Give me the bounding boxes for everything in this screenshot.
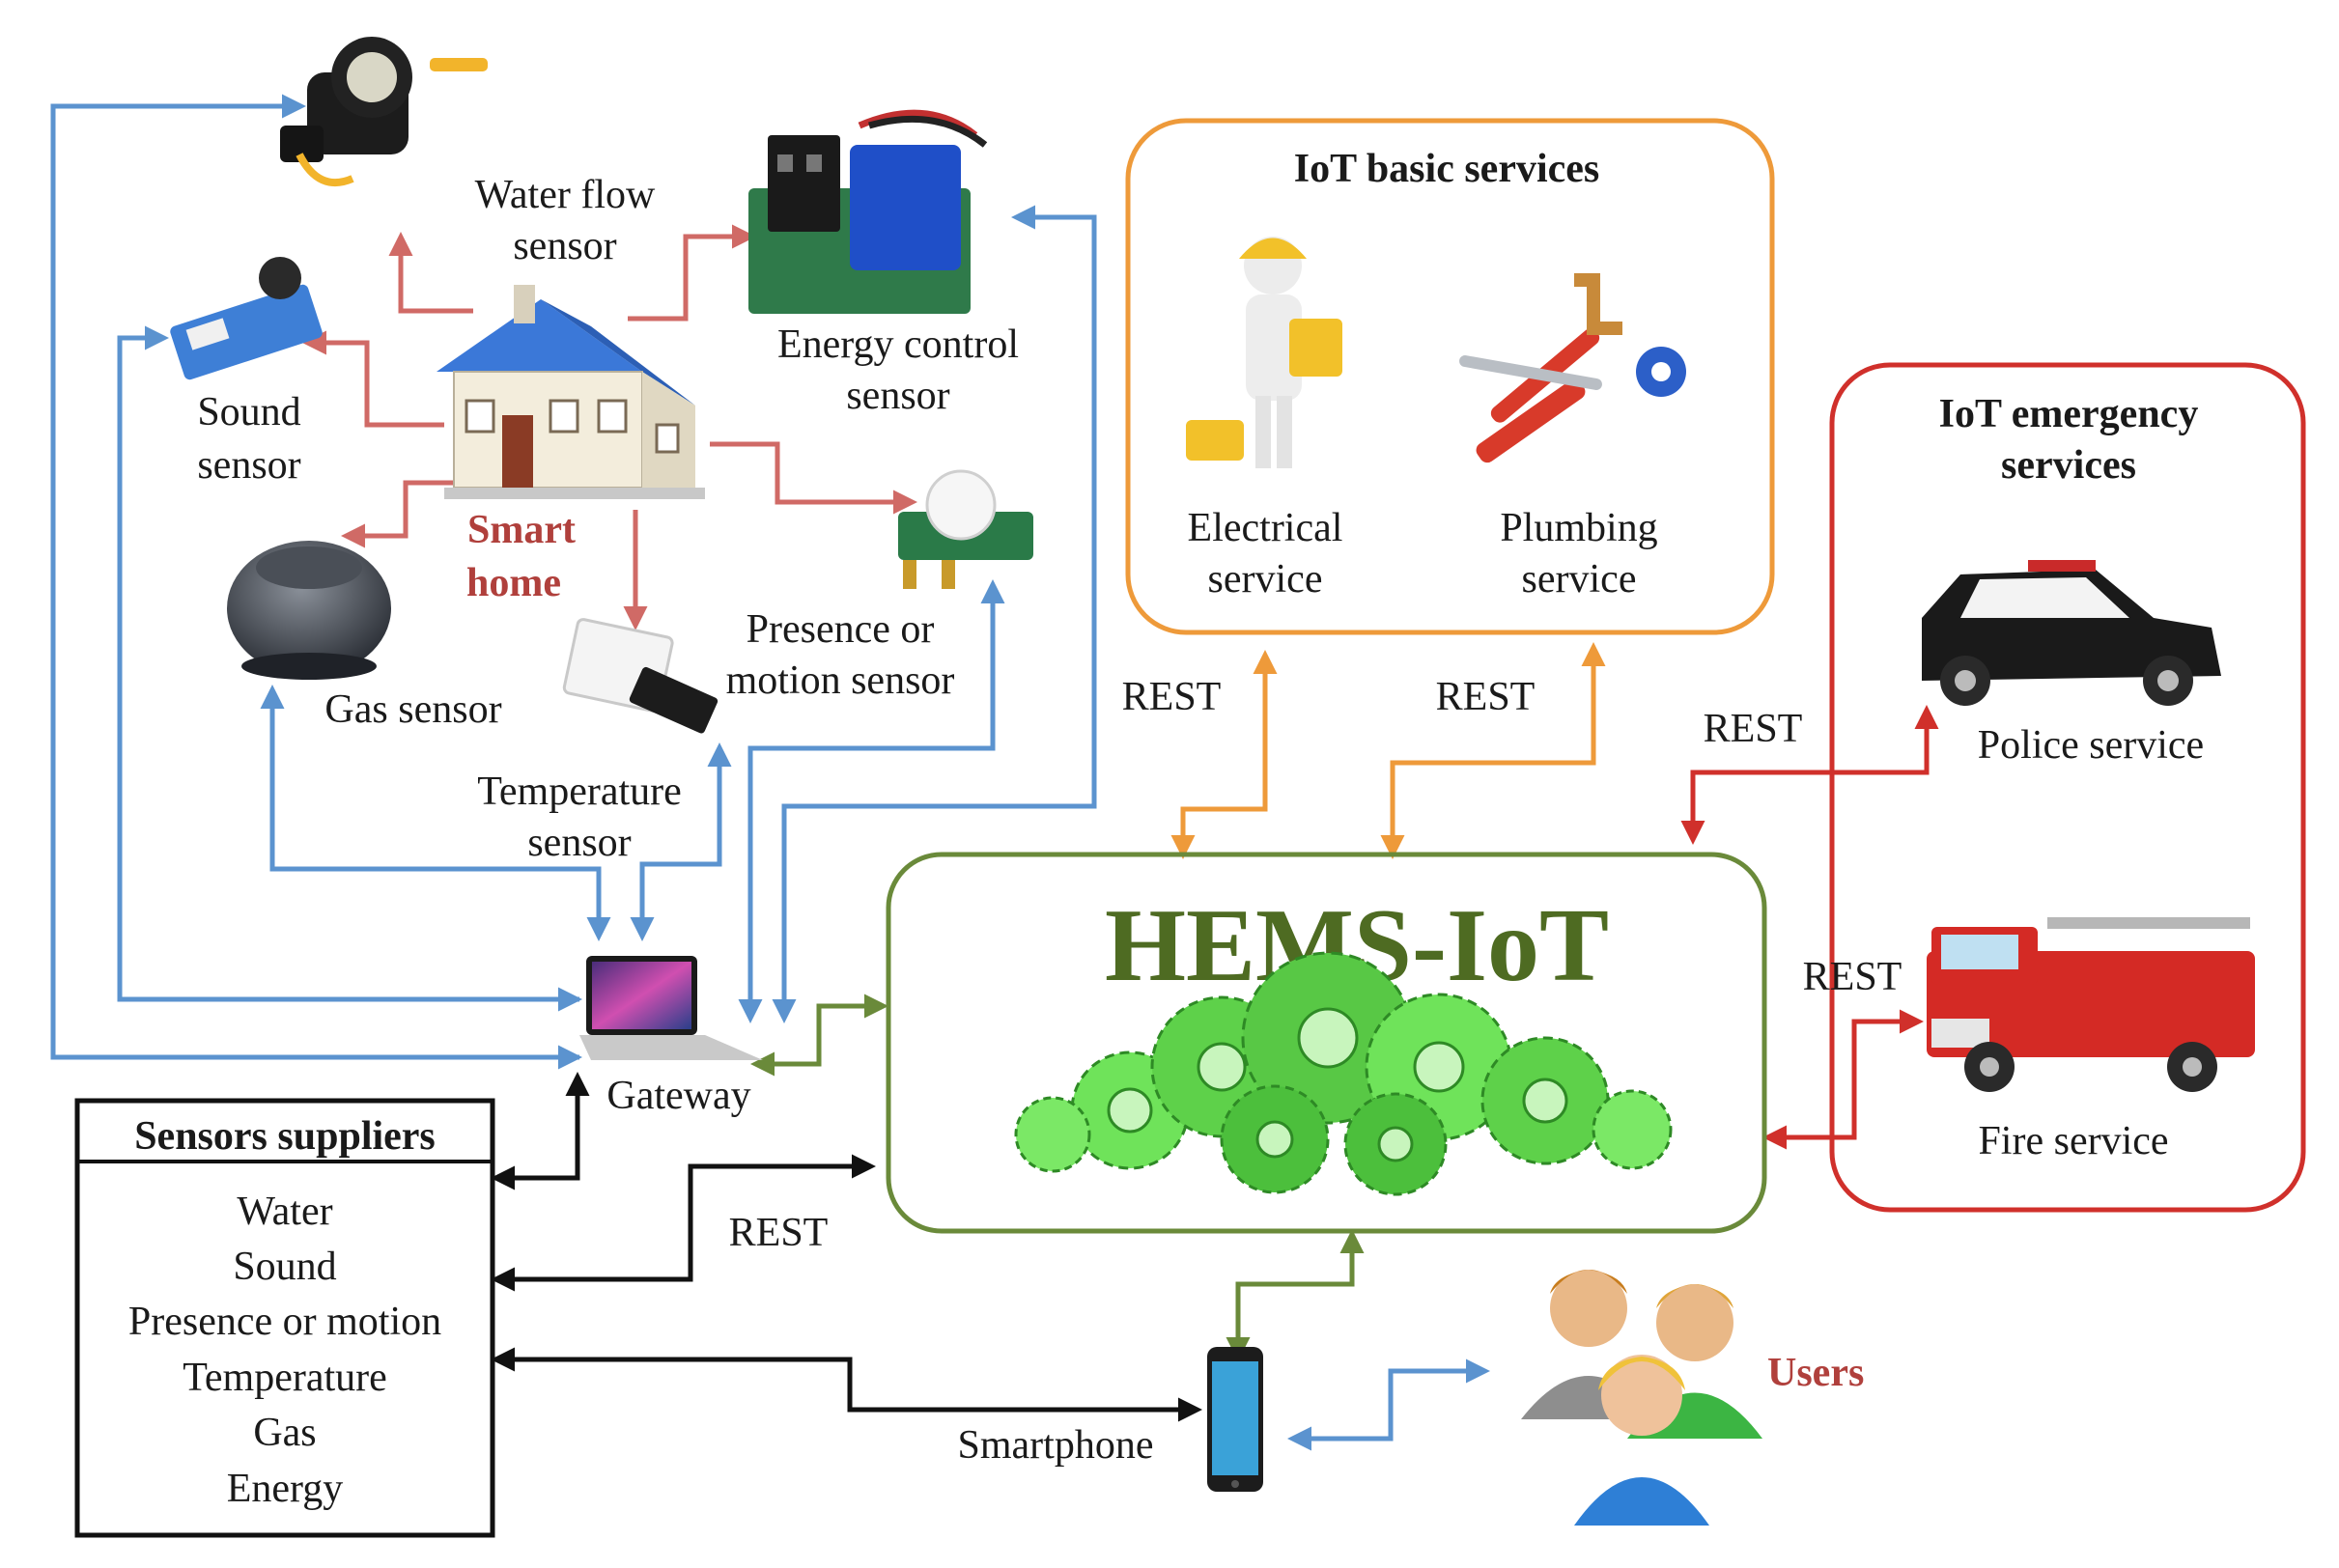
gears-icon	[1014, 951, 1673, 1196]
gateway-label: Gateway	[606, 1074, 750, 1118]
police-car-icon	[1922, 560, 2221, 706]
supplier-item: Presence or motion	[128, 1300, 441, 1344]
smartphone-icon	[1207, 1347, 1263, 1492]
basic-services-title: IoT basic services	[1294, 147, 1600, 191]
fire-truck-icon	[1927, 917, 2255, 1092]
temperature-sensor-icon	[562, 618, 719, 734]
gas-sensor-icon	[227, 541, 391, 680]
suppliers-links	[491, 1072, 1202, 1422]
supplier-item: Sound	[233, 1245, 336, 1289]
smart-home-label-line1: Smart	[467, 508, 576, 552]
rest-label-fire: REST	[1803, 955, 1902, 999]
sound-sensor-icon	[170, 257, 323, 380]
smart-home-label-line2: home	[466, 561, 561, 605]
temperature-label-line2: sensor	[527, 821, 631, 865]
rest-label-electrical: REST	[1122, 675, 1222, 719]
home-to-sensor-links	[302, 224, 917, 630]
sound-label-line1: Sound	[197, 390, 300, 434]
presence-label-line2: motion sensor	[726, 658, 955, 703]
laptop-icon	[579, 956, 763, 1060]
hems-iot-box	[886, 852, 1767, 1234]
rest-label-police: REST	[1704, 707, 1803, 751]
emergency-services-title-line2: services	[2001, 443, 2136, 488]
supplier-item: Water	[237, 1190, 332, 1234]
house-icon	[437, 285, 705, 499]
basic-services-rest-links	[1170, 642, 1606, 859]
water-flow-label-line1: Water flow	[475, 173, 656, 217]
basic-services-box	[1125, 118, 1775, 635]
users-icon	[1521, 1270, 1762, 1526]
water-flow-sensor-icon	[280, 37, 488, 186]
smartphone-label: Smartphone	[958, 1423, 1154, 1468]
water-flow-label-line2: sensor	[513, 224, 616, 268]
supplier-item: Temperature	[183, 1356, 387, 1400]
suppliers-box	[74, 1098, 495, 1538]
police-service-label: Police service	[1978, 723, 2204, 768]
energy-control-label-line1: Energy control	[777, 322, 1019, 367]
electrical-service-label-line1: Electrical	[1188, 506, 1343, 550]
electrical-service-label-line2: service	[1208, 557, 1323, 602]
electrician-icon	[1186, 237, 1342, 468]
temperature-label-line1: Temperature	[477, 770, 682, 814]
users-label: Users	[1767, 1351, 1864, 1395]
emergency-services-title-line1: IoT emergency	[1939, 392, 2199, 436]
fire-service-label: Fire service	[1978, 1119, 2168, 1163]
emergency-services-rest-links	[1680, 705, 1939, 1150]
plumbing-service-label-line1: Plumbing	[1500, 506, 1657, 550]
sound-label-line2: sensor	[197, 443, 300, 488]
emergency-services-box	[1829, 362, 2306, 1213]
energy-control-label-line2: sensor	[846, 374, 949, 418]
supplier-item: Gas	[253, 1411, 316, 1455]
rest-label-suppliers: REST	[729, 1211, 829, 1255]
gas-sensor-label: Gas sensor	[324, 687, 501, 732]
gateway-to-sensor-links	[50, 94, 1097, 1070]
hems-links	[750, 994, 1490, 1451]
supplier-item: Energy	[227, 1467, 344, 1511]
presence-label-line1: Presence or	[747, 607, 935, 652]
suppliers-title: Sensors suppliers	[134, 1114, 436, 1159]
plumbing-service-label-line2: service	[1522, 557, 1637, 602]
presence-sensor-icon	[898, 469, 1033, 589]
plumbing-tools-icon	[1459, 273, 1686, 463]
rest-label-plumbing: REST	[1436, 675, 1536, 719]
energy-control-sensor-icon	[748, 109, 988, 314]
